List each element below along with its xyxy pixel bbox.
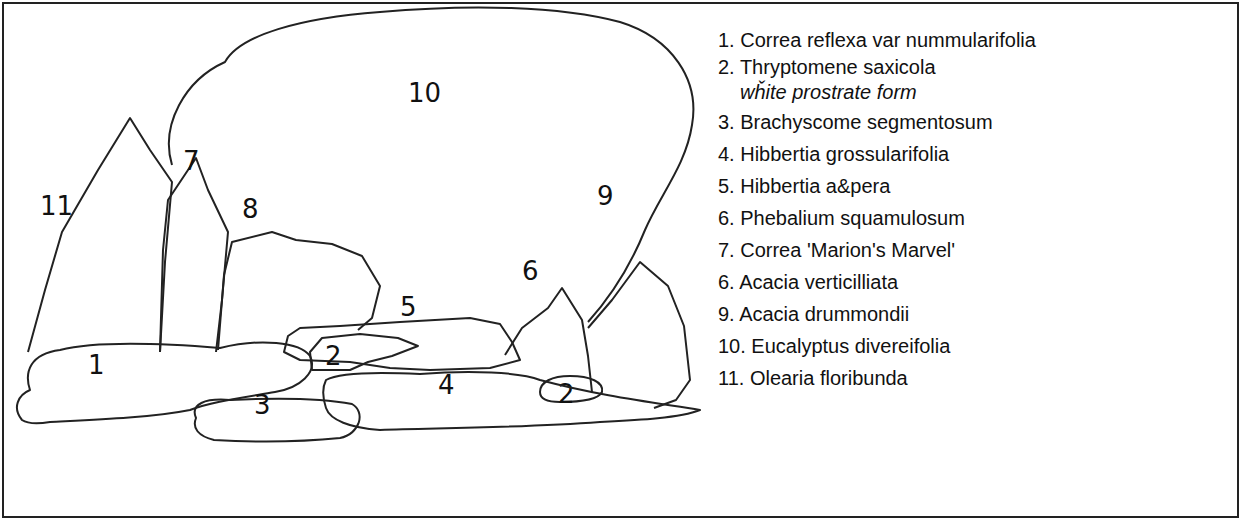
- plant-list-entry: 5. Hibbertia a&pera: [718, 174, 890, 198]
- plant-outline-path: [160, 158, 228, 352]
- plant-list-entry: 7. Correa 'Marion's Marvel': [718, 238, 955, 262]
- callout-number: 8: [242, 196, 259, 222]
- plant-area: 4: [318, 360, 703, 435]
- plant-outline-path: [323, 372, 700, 430]
- plant-list-entry: 1. Correa reflexa var nummularifolia: [718, 28, 1036, 52]
- callout-number: 1: [88, 352, 105, 378]
- plant-area: 8: [212, 222, 387, 352]
- plant-outline-path: [28, 118, 172, 352]
- plant-outline: [160, 2, 705, 332]
- plant-outline-path: [17, 342, 312, 423]
- plant-outline-path: [310, 334, 418, 370]
- callout-number: 7: [183, 148, 200, 174]
- plant-outline: [18, 112, 178, 357]
- plant-area: 7: [155, 150, 240, 355]
- plant-area: 2: [305, 330, 425, 375]
- plant-list-entry: 3. Brachyscome segmentosum: [718, 110, 993, 134]
- plant-outline: [212, 222, 387, 352]
- plant-outline: [155, 150, 240, 355]
- plant-outline-path: [195, 399, 360, 442]
- plant-outline-path: [218, 232, 380, 350]
- plant-list-entry: 9. Acacia drummondii: [718, 302, 909, 326]
- plant-outline: [10, 318, 320, 426]
- plant-area: 3: [185, 392, 365, 447]
- plant-area: 1: [10, 318, 320, 426]
- plant-area: 10: [160, 2, 705, 332]
- plant-outline: [185, 392, 365, 447]
- callout-number: 10: [408, 80, 441, 106]
- plant-list-entry: wȟite prostrate form: [740, 80, 917, 104]
- plant-outline-path: [169, 7, 693, 322]
- callout-number: 5: [400, 294, 417, 320]
- callout-number: 9: [597, 183, 614, 209]
- callout-number: 2: [325, 343, 342, 369]
- plant-list-entry: 6. Phebalium squamulosum: [718, 206, 965, 230]
- plant-outline: [582, 255, 697, 415]
- plant-list-entry: 6. Acacia verticilliata: [718, 270, 898, 294]
- plant-list-entry: 2. Thryptomene saxicola: [718, 55, 936, 79]
- plant-area: 9: [582, 255, 697, 415]
- plant-outline: [305, 330, 425, 375]
- plant-area: 11: [18, 112, 178, 357]
- plant-outline-path: [284, 318, 520, 370]
- callout-number: 11: [40, 193, 73, 219]
- callout-number: 6: [522, 258, 539, 284]
- plant-list-entry: 11. Olearia floribunda: [718, 366, 908, 390]
- callout-number: 3: [254, 392, 271, 418]
- plant-outline: [318, 360, 703, 435]
- plant-list-entry: 10. Eucalyptus divereifolia: [718, 334, 950, 358]
- plant-list-entry: 4. Hibbertia grossularifolia: [718, 142, 949, 166]
- plant-area: 2: [535, 372, 610, 407]
- plant-outline-path: [588, 262, 690, 408]
- callout-number: 4: [438, 372, 455, 398]
